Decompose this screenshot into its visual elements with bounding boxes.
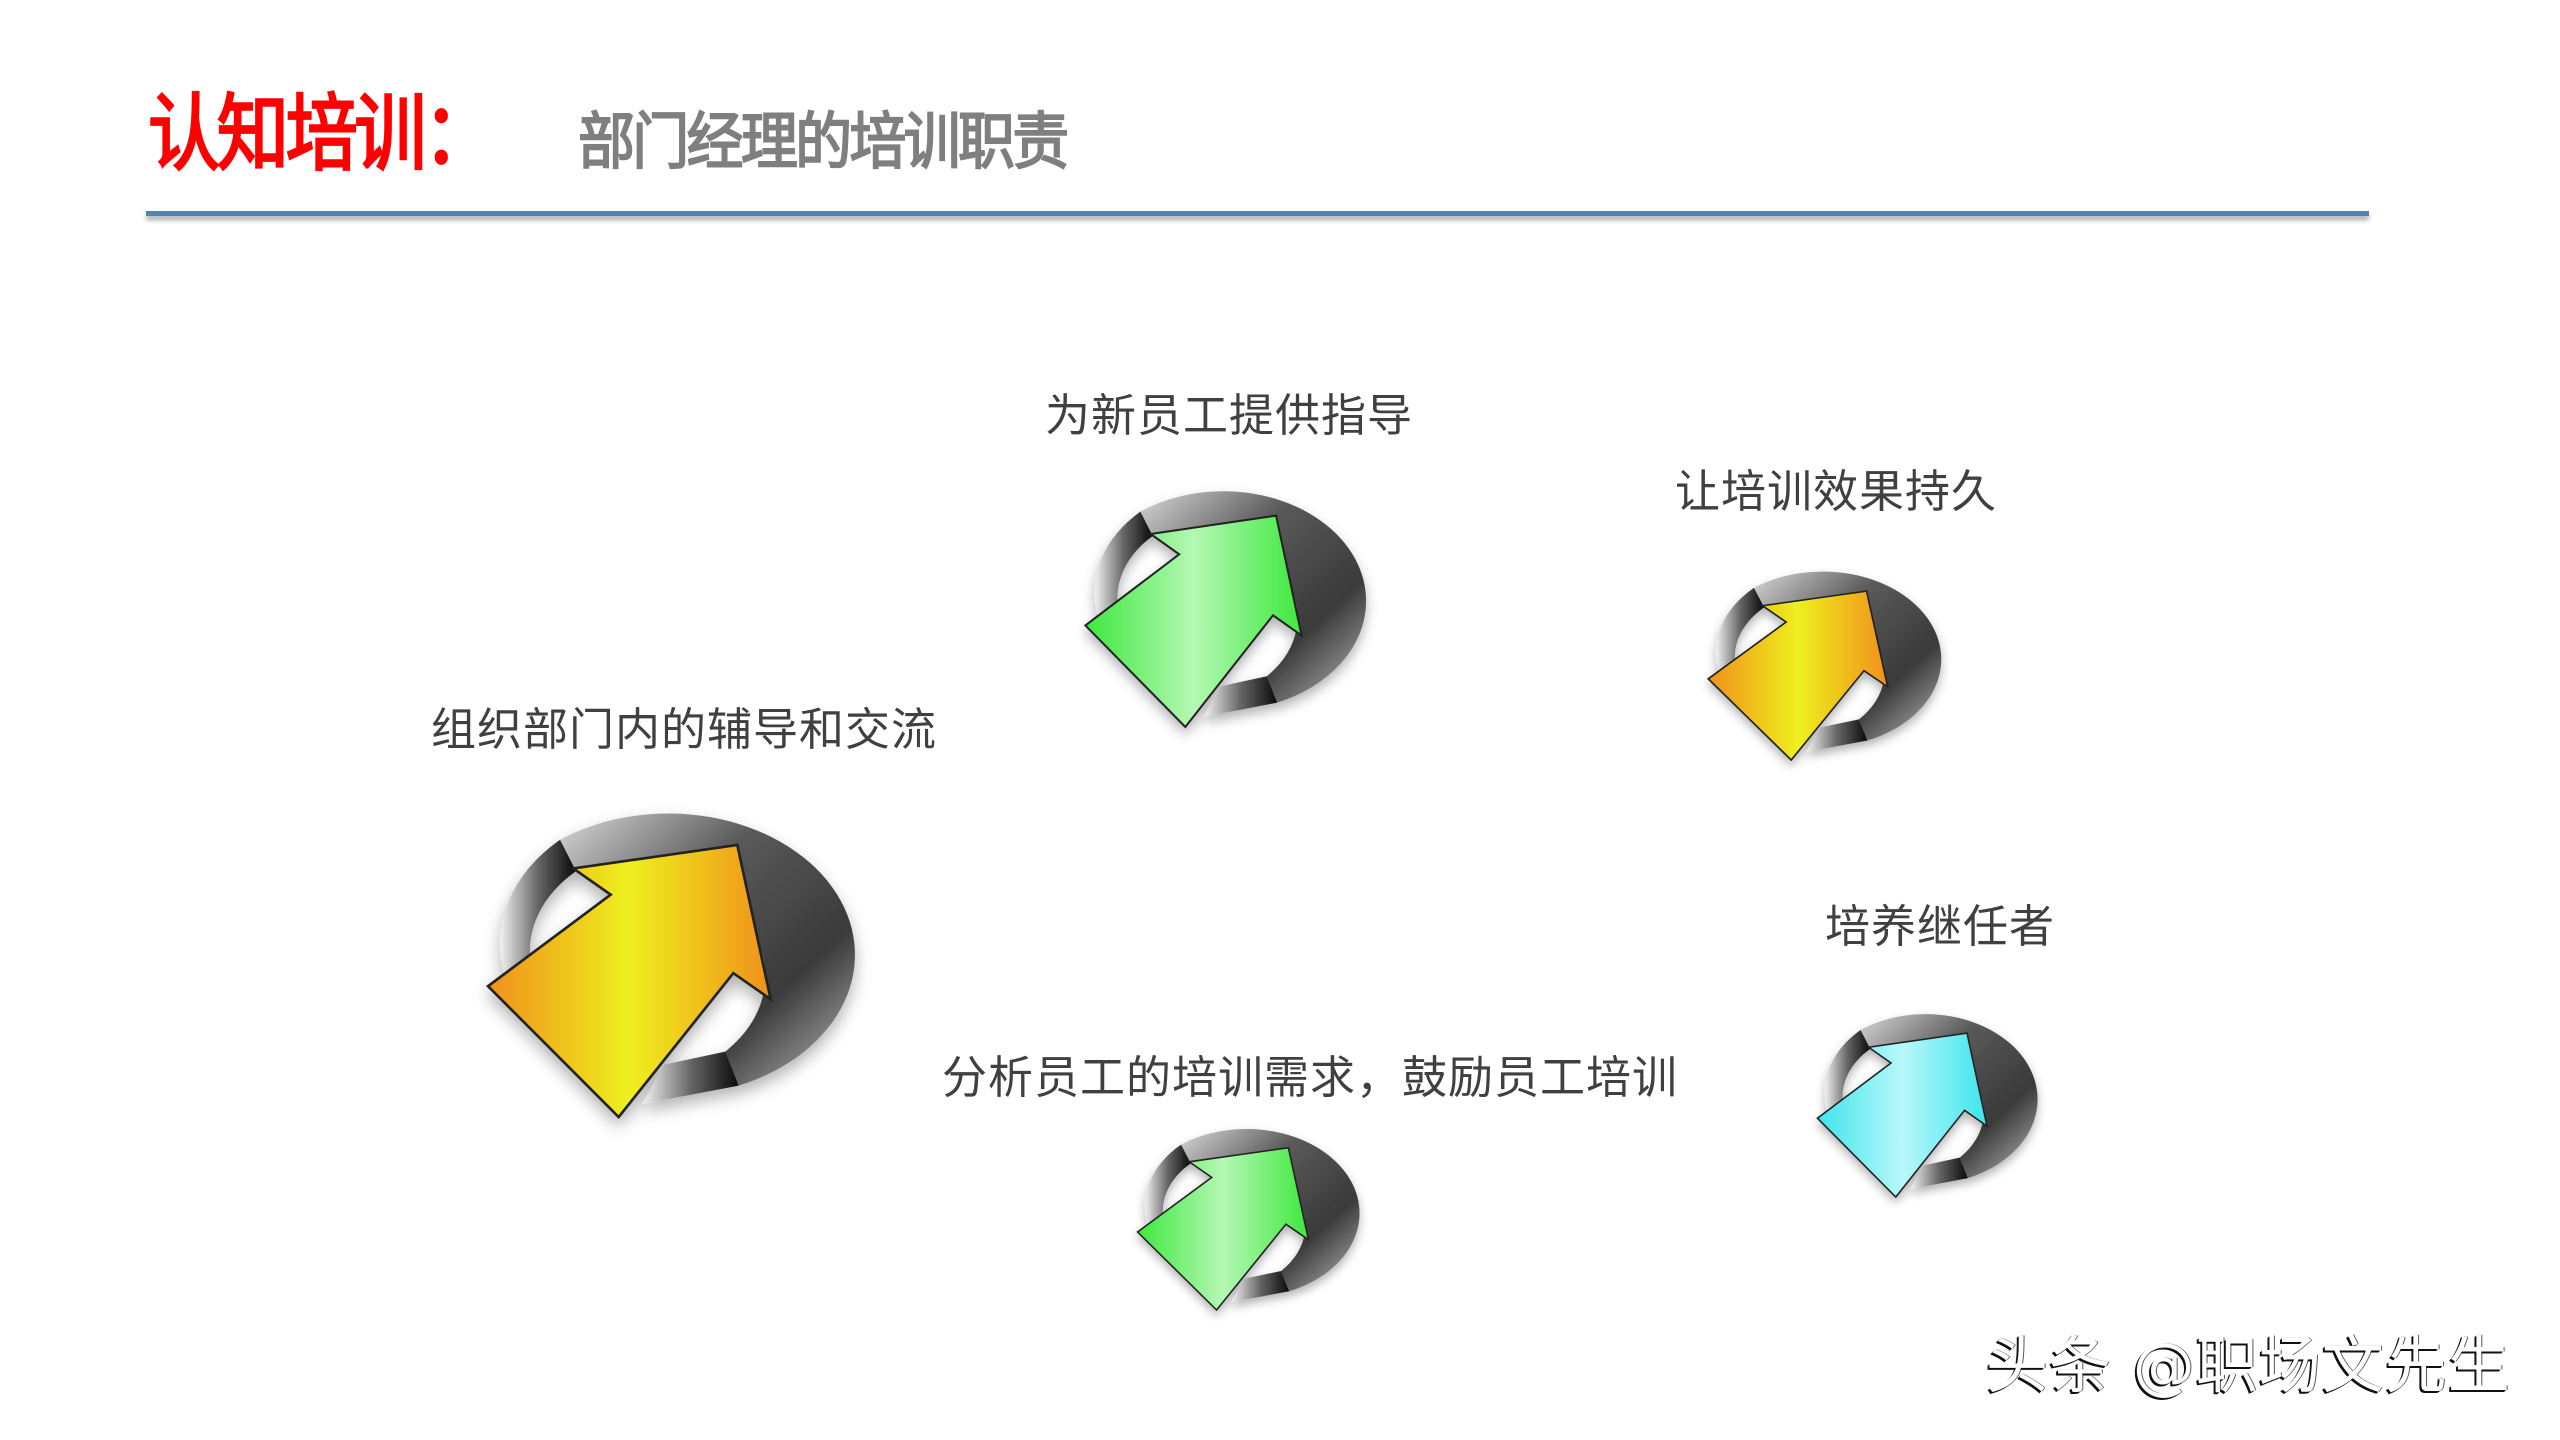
item-label-analyze-needs: 分析员工的培训需求，鼓励员工培训 — [942, 1051, 1679, 1104]
title-divider — [146, 211, 2369, 216]
item-label-develop-successors: 培养继任者 — [1825, 900, 2056, 953]
slide-title-main: 认知培训： — [148, 85, 495, 183]
orange-arrow-ring-icon — [1693, 557, 1947, 762]
cyan-arrow-ring-icon — [1803, 1000, 2043, 1199]
item-label-guide-new-staff: 为新员工提供指导 — [1045, 389, 1414, 442]
watermark: 头条 @职场文先生 — [1986, 1329, 2511, 1402]
green-arrow-ring-icon — [1123, 1115, 1365, 1312]
slide-title-sub: 部门经理的培训职责 — [578, 105, 1069, 178]
green-arrow-ring-icon — [1067, 473, 1373, 729]
item-label-organize-coaching: 组织部门内的辅导和交流 — [431, 703, 938, 756]
orange-arrow-ring-icon — [464, 790, 864, 1119]
item-label-lasting-effect: 让培训效果持久 — [1675, 465, 1998, 518]
